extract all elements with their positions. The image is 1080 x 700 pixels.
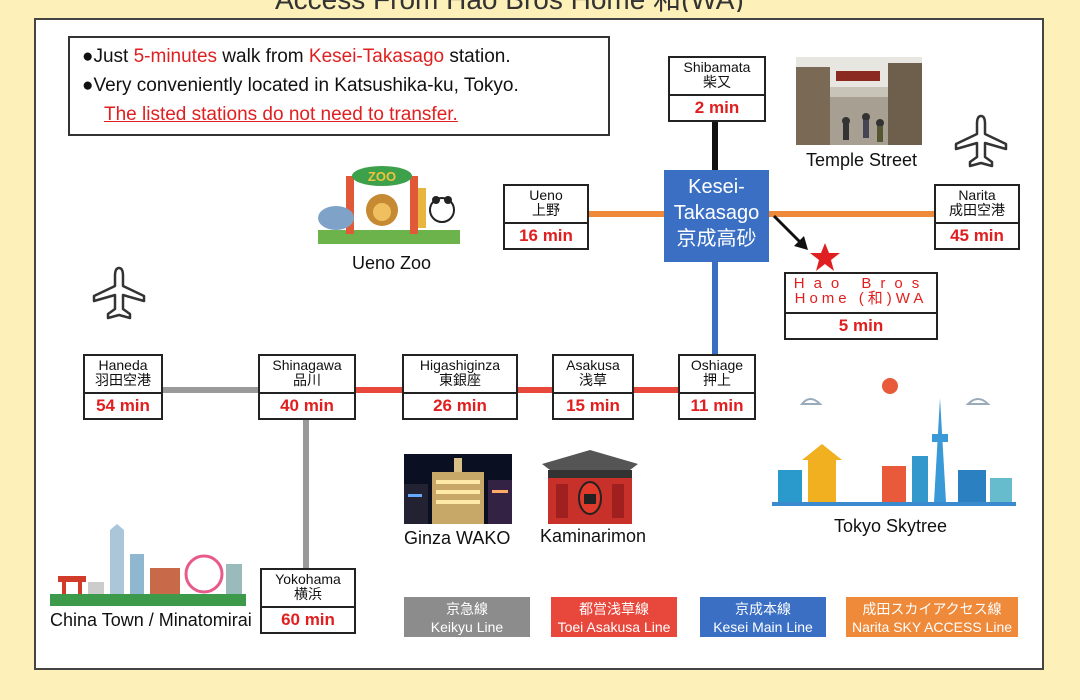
travel-time: 60 min	[262, 606, 354, 632]
bottom-band	[0, 686, 1080, 700]
line-shibamata	[712, 120, 718, 170]
caption-china-town: China Town / Minatomirai	[50, 610, 252, 630]
station-name-jp: 横浜	[294, 586, 322, 602]
travel-time: 16 min	[505, 222, 587, 248]
station-name: Shibamata	[683, 59, 751, 75]
station-shinagawa[interactable]: Shinagawa 品川 40 min	[258, 354, 356, 420]
station-name-jp: 柴又	[703, 74, 731, 90]
travel-time: 5 min	[786, 312, 936, 338]
info-text: ●Just	[82, 46, 134, 67]
walk-time-highlight: 5-minutes	[133, 46, 218, 67]
line-keikyu-haneda-shinagawa	[162, 387, 260, 393]
station-name: Ueno	[529, 187, 563, 203]
travel-time: 40 min	[260, 392, 354, 418]
station-name-jp: 品川	[293, 372, 321, 388]
ginza-wako-photo	[404, 454, 512, 524]
legend-narita-sky-access: 成田スカイアクセス線 Narita SKY ACCESS Line	[846, 597, 1018, 637]
banner-title: Access From Hao Bros Home 和(WA)	[275, 0, 744, 12]
station-name: Narita	[958, 187, 996, 203]
station-oshiage[interactable]: Oshiage 押上 11 min	[678, 354, 756, 420]
top-banner: Access From Hao Bros Home 和(WA)	[0, 0, 1080, 12]
line-main-oshiage-hub	[712, 262, 718, 356]
line-asakusa-shinagawa-higashiginza	[355, 387, 403, 393]
legend-label-en: Toei Asakusa Line	[557, 619, 671, 635]
hub-kesei-takasago[interactable]: Kesei- Takasago 京成高砂	[664, 170, 769, 262]
legend-label-jp: 都営浅草線	[579, 601, 649, 617]
legend-toei-asakusa: 都営浅草線 Toei Asakusa Line	[551, 597, 677, 637]
airplane-icon	[92, 266, 146, 320]
station-name-jp: 東銀座	[439, 372, 481, 388]
caption-tokyo-skytree: Tokyo Skytree	[834, 516, 948, 536]
ueno-zoo-illustration: ZOO	[318, 166, 460, 244]
no-transfer-note: The listed stations do not need to trans…	[104, 104, 458, 125]
station-name-jp: 浅草	[579, 372, 607, 388]
destination-hao-bros-home[interactable]: Hao Bros Home (和)WA 5 min	[784, 272, 938, 340]
station-narita[interactable]: Narita 成田空港 45 min	[934, 184, 1020, 250]
legend-label-jp: 京成本線	[735, 601, 791, 617]
arrow-icon	[772, 214, 808, 250]
travel-time: 11 min	[680, 392, 754, 418]
line-keikyu-shinagawa-yokohama	[303, 418, 309, 570]
star-icon	[810, 243, 840, 271]
station-name: Asakusa	[566, 357, 620, 373]
travel-time: 45 min	[936, 222, 1018, 248]
station-shibamata[interactable]: Shibamata 柴又 2 min	[668, 56, 766, 122]
destination-name-2: Home (和)WA	[794, 290, 928, 307]
station-name-jp: 上野	[532, 202, 560, 218]
info-line-1: ●Just 5-minutes walk from Kesei-Takasago…	[82, 42, 608, 71]
caption-temple-street: Temple Street	[806, 150, 918, 170]
legend-kesei-main: 京成本線 Kesei Main Line	[700, 597, 826, 637]
legend-label-jp: 京急線	[446, 601, 488, 617]
station-name: Haneda	[98, 357, 148, 373]
line-skyaccess-narita	[769, 211, 935, 217]
hub-line3: 京成高砂	[676, 228, 757, 250]
station-asakusa[interactable]: Asakusa 浅草 15 min	[552, 354, 634, 420]
legend-label-en: Kesei Main Line	[713, 619, 813, 635]
airplane-icon	[954, 114, 1008, 168]
travel-time: 26 min	[404, 392, 516, 418]
svg-text:ZOO: ZOO	[368, 169, 396, 184]
legend-label-en: Narita SKY ACCESS Line	[851, 619, 1013, 635]
travel-time: 15 min	[554, 392, 632, 418]
station-name-jp: 押上	[703, 372, 731, 388]
china-town-minatomirai-illustration	[50, 524, 246, 606]
caption-kaminarimon: Kaminarimon	[540, 526, 647, 546]
station-ueno[interactable]: Ueno 上野 16 min	[503, 184, 589, 250]
station-name: Shinagawa	[272, 357, 342, 373]
line-skyaccess-ueno	[589, 211, 664, 217]
destination-name: Hao Bros	[793, 275, 929, 292]
info-text: station.	[444, 46, 511, 67]
legend-label-jp: 成田スカイアクセス線	[862, 601, 1002, 617]
caption-ueno-zoo: Ueno Zoo	[352, 253, 432, 273]
station-name-jp: 成田空港	[949, 202, 1005, 218]
station-highlight: Kesei-Takasago	[308, 46, 445, 67]
legend-keikyu: 京急線 Keikyu Line	[404, 597, 530, 637]
station-name: Higashiginza	[419, 357, 501, 373]
caption-ginza-wako: Ginza WAKO	[404, 528, 511, 548]
station-yokohama[interactable]: Yokohama 横浜 60 min	[260, 568, 356, 634]
info-note: The listed stations do not need to trans…	[82, 100, 608, 129]
station-higashiginza[interactable]: Higashiginza 東銀座 26 min	[402, 354, 518, 420]
info-text: walk from	[217, 46, 309, 67]
tokyo-skytree-illustration	[772, 378, 1016, 506]
station-haneda[interactable]: Haneda 羽田空港 54 min	[83, 354, 163, 420]
info-box: ●Just 5-minutes walk from Kesei-Takasago…	[68, 36, 610, 136]
travel-time: 54 min	[85, 392, 161, 418]
travel-time: 2 min	[670, 94, 764, 120]
legend-label-en: Keikyu Line	[430, 619, 504, 635]
station-name: Oshiage	[690, 357, 744, 373]
station-name-jp: 羽田空港	[95, 372, 151, 388]
temple-street-photo	[796, 57, 922, 145]
info-line-2: ●Very conveniently located in Katsushika…	[82, 75, 519, 96]
kaminarimon-illustration	[542, 450, 638, 524]
hub-line2: Takasago	[673, 202, 760, 224]
line-asakusa-higashiginza-asakusa	[516, 387, 554, 393]
station-name: Yokohama	[275, 571, 341, 587]
line-asakusa-asakusa-oshiage	[633, 387, 679, 393]
hub-line1: Kesei-	[688, 176, 745, 198]
